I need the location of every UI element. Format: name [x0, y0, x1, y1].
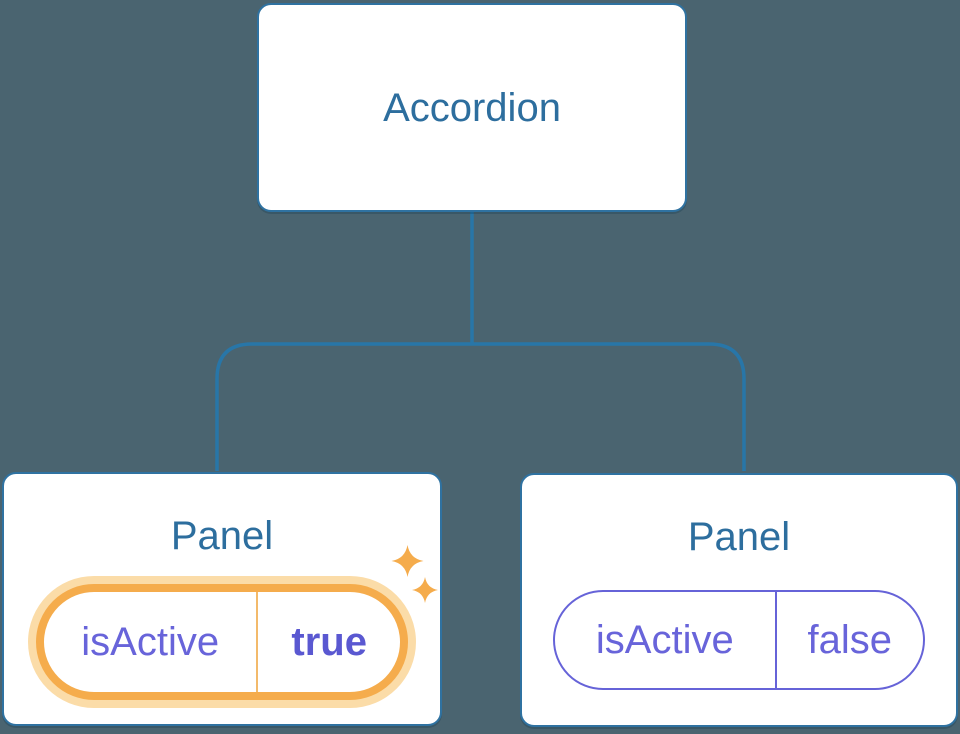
state-prop-value: false	[807, 617, 893, 662]
branch-line	[215, 342, 746, 471]
panel-node-label: Panel	[170, 514, 274, 558]
state-prop-name: isActive	[595, 617, 734, 662]
accordion-node: Accordion	[257, 3, 687, 212]
state-prop-name: isActive	[81, 619, 220, 664]
pill-divider	[774, 592, 777, 688]
sparkles-icon	[391, 545, 438, 603]
state-prop-value: true	[291, 619, 367, 664]
panel-node-active: Panel isActive true	[2, 472, 442, 726]
panel-node-inactive: Panel isActive false	[520, 473, 958, 727]
state-pill-active: isActive true	[36, 584, 408, 700]
state-pill-inactive: isActive false	[553, 590, 925, 690]
panel-node-label: Panel	[687, 515, 791, 559]
pill-divider	[256, 592, 259, 692]
accordion-node-label: Accordion	[383, 85, 561, 130]
